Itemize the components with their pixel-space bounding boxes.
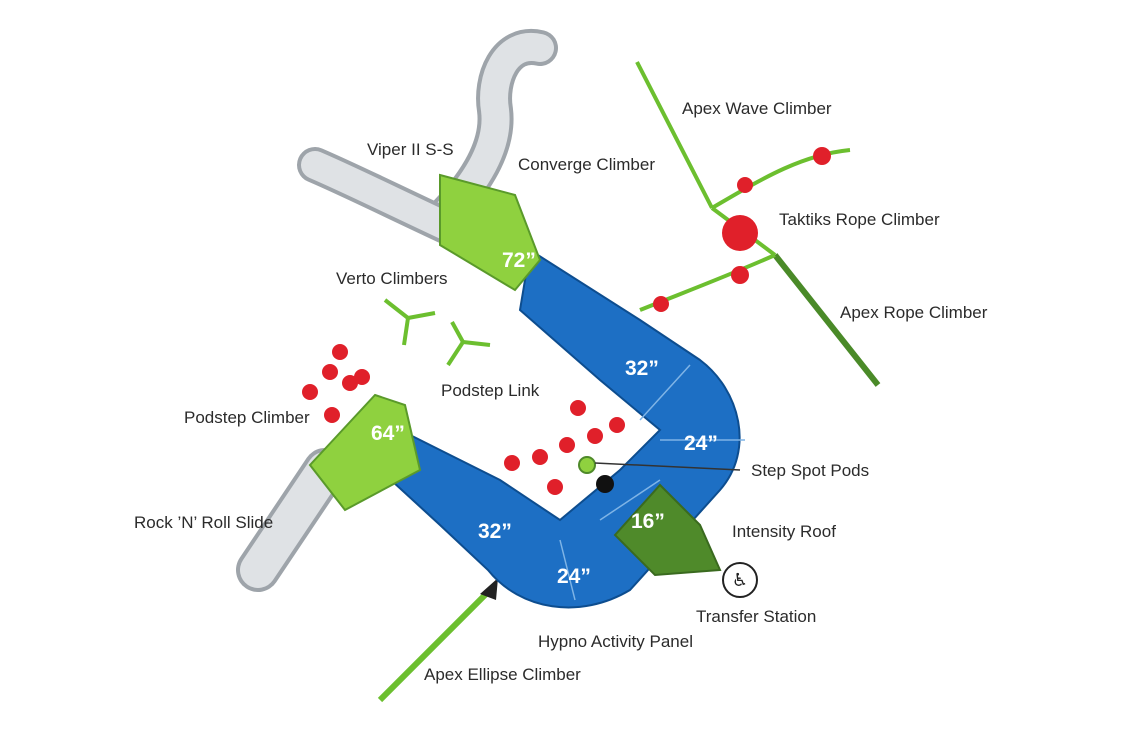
verto-climbers — [383, 298, 491, 367]
deck-height-24-right: 24” — [684, 432, 718, 455]
wheelchair-icon: ♿ — [722, 562, 758, 598]
deck-height-24-bottom: 24” — [557, 565, 591, 588]
step-spot-pointer — [594, 462, 741, 471]
deck-height-32-upper: 32” — [625, 357, 659, 380]
label-converge-climber: Converge Climber — [518, 155, 655, 174]
label-hypno-activity-panel: Hypno Activity Panel — [538, 632, 693, 651]
label-viper-slide: Viper II S-S — [367, 140, 454, 159]
label-transfer-station: Transfer Station — [696, 607, 816, 626]
label-taktiks-rope-climber: Taktiks Rope Climber — [779, 210, 940, 229]
deck-height-16: 16” — [631, 510, 665, 533]
label-rock-n-roll-slide: Rock ’N’ Roll Slide — [134, 513, 273, 532]
label-intensity-roof: Intensity Roof — [732, 522, 836, 541]
label-step-spot-pods: Step Spot Pods — [751, 461, 869, 480]
rock-n-roll-slide — [236, 448, 347, 592]
label-apex-ellipse-climber: Apex Ellipse Climber — [424, 665, 581, 684]
label-podstep-climber: Podstep Climber — [184, 408, 310, 427]
deck-height-72: 72” — [502, 249, 536, 272]
apex-ellipse-climber — [377, 578, 498, 703]
roofs — [308, 173, 722, 577]
svg-text:♿: ♿ — [732, 570, 748, 591]
label-verto-climbers: Verto Climbers — [336, 269, 447, 288]
deck-height-32-lower: 32” — [478, 520, 512, 543]
label-apex-rope-climber: Apex Rope Climber — [840, 303, 988, 322]
label-apex-wave-climber: Apex Wave Climber — [682, 99, 832, 118]
label-podstep-link: Podstep Link — [441, 381, 540, 400]
climber-pods — [302, 344, 625, 495]
apex-climbers — [635, 61, 881, 387]
deck-height-64: 64” — [371, 422, 405, 445]
